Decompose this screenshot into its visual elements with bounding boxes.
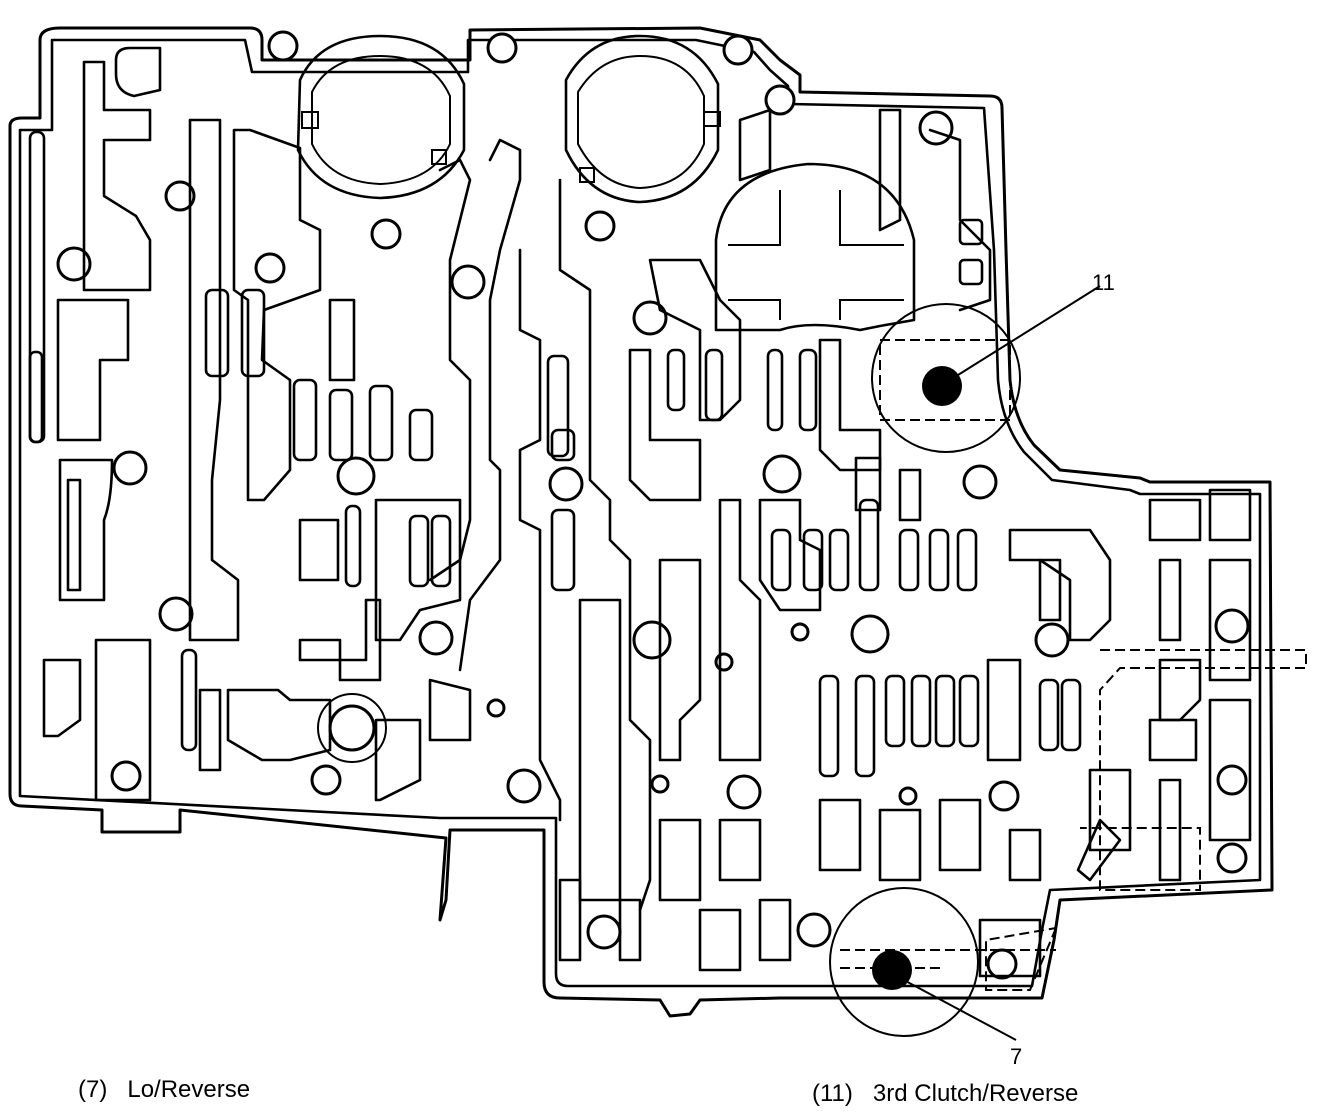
legend-item-lo-reverse: (7) Lo/Reverse — [78, 1076, 250, 1104]
legend-label: 3rd Clutch/Reverse — [872, 1080, 1079, 1107]
plate-outline — [8, 26, 1274, 1018]
plate-holes — [56, 30, 1250, 980]
legend-code: (7) — [78, 1076, 108, 1103]
fluid-passages — [28, 46, 1252, 978]
callout-label-11: 11 — [1092, 270, 1115, 295]
legend-item-3rd-clutch-reverse: (11) 3rd Clutch/Reverse — [812, 1080, 1078, 1108]
check-ball-11: 11 — [871, 270, 1115, 453]
check-ball-7: 7 — [829, 887, 1022, 1069]
plate-inner-outline — [18, 38, 1262, 988]
legend-label: Lo/Reverse — [127, 1076, 251, 1103]
callout-label-7: 7 — [1010, 1044, 1022, 1069]
legend-code: (11) — [812, 1080, 853, 1107]
accumulator-bores — [296, 34, 916, 332]
